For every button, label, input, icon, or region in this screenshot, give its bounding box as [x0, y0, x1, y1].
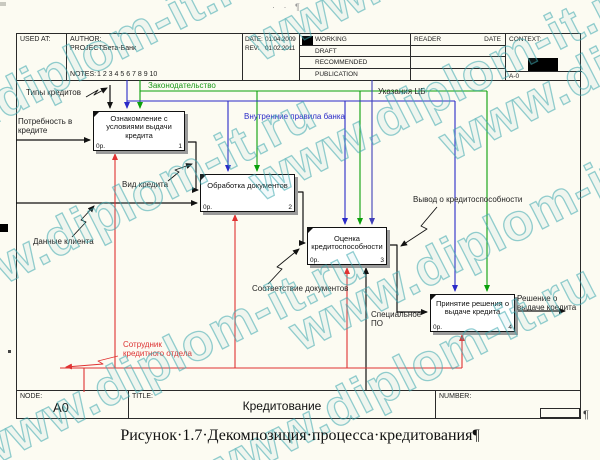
box-corner-mark	[431, 295, 436, 300]
box-corner-mark	[94, 112, 99, 117]
notes-value: 1 2 3 4 5 6 7 8 9 10	[97, 71, 158, 78]
author-label: AUTHOR:	[70, 36, 102, 43]
working-status-marker	[302, 36, 313, 45]
date-label: DATE:	[245, 36, 263, 43]
edge-mark-square	[0, 224, 8, 232]
number-box	[540, 408, 580, 418]
reader-cell: READER DATE	[411, 34, 506, 81]
edge-mark-dot	[8, 350, 11, 353]
title-label: TITLE:	[132, 393, 154, 400]
activity-1-number: 1	[178, 142, 182, 150]
label-creditworthiness-conclusion: Вывод о кредитоспособности	[413, 195, 523, 204]
label-credit-need: Потребность в кредите	[18, 117, 73, 135]
activity-box-2: Обработка документов 0р. 2	[200, 174, 295, 212]
label-credit-decision: Решение о выдаче кредита	[517, 294, 577, 312]
box-corner-mark	[201, 175, 206, 180]
reader-date-label: DATE	[484, 36, 501, 43]
activity-box-3: Оценка кредитоспособности 0р. 3	[307, 227, 387, 265]
pilcrow-mark: ¶	[583, 409, 589, 421]
reader-label: READER	[414, 36, 442, 43]
activity-3-number: 3	[380, 256, 384, 264]
title-cell: TITLE: Кредитование	[129, 391, 436, 419]
activity-4-cost: 0р.	[433, 323, 443, 331]
label-special-software: Специальное ПО	[371, 310, 422, 328]
context-node-id: A-0	[509, 73, 520, 80]
context-divider	[506, 71, 582, 72]
node-cell: NODE: A0	[17, 391, 129, 419]
diagram-title: Кредитование	[242, 399, 322, 413]
status-recommended: RECOMMENDED	[300, 57, 410, 70]
author-cell: AUTHOR: PROJECT: Бета-Банк NOTES: 1 2 3 …	[67, 34, 243, 81]
idef0-sheet-frame: USED AT: AUTHOR: PROJECT: Бета-Банк NOTE…	[16, 33, 582, 419]
sheet-header: USED AT: AUTHOR: PROJECT: Бета-Банк NOTE…	[17, 34, 582, 81]
activity-2-cost: 0р.	[203, 203, 213, 211]
date-value: 01.04.2009	[265, 36, 296, 43]
activity-2-number: 2	[288, 203, 292, 211]
notes-label: NOTES:	[70, 71, 97, 78]
context-thumbnail	[528, 58, 558, 72]
number-cell: NUMBER:	[436, 391, 582, 419]
activity-box-4: Принятие решения о выдаче кредита 0р. 4	[430, 294, 515, 332]
node-value: A0	[53, 400, 69, 415]
label-credit-types: Типы кредитов	[26, 88, 81, 97]
label-credit-kind: Вид кредита	[122, 180, 169, 189]
activity-3-title: Оценка кредитоспособности	[311, 234, 383, 252]
project-label: PROJECT:	[70, 45, 104, 52]
status-draft: DRAFT	[300, 46, 410, 58]
used-at-label: USED AT:	[20, 36, 51, 43]
context-label: CONTEXT:	[509, 36, 542, 43]
activity-1-title: Ознакомление с условиями выдачи кредита	[106, 114, 172, 140]
activity-3-cost: 0р.	[310, 256, 320, 264]
label-internal-bank-rules: Внутренние правила банка	[244, 112, 345, 121]
activity-1-cost: 0р.	[96, 142, 106, 150]
label-documents-conformity: Соответствие документов	[252, 284, 349, 293]
sheet-footer: NODE: A0 TITLE: Кредитование NUMBER:	[17, 390, 582, 419]
activity-2-title: Обработка документов	[207, 181, 288, 190]
activity-4-number: 4	[508, 323, 512, 331]
label-credit-department-employee: Сотрудник кредитного отдела	[123, 340, 192, 358]
label-client-data: Данные клиента	[33, 237, 94, 246]
date-cell: DATE: 01.04.2009 REV: 01.02.2011	[243, 34, 300, 81]
rev-label: REV:	[245, 45, 260, 52]
edge-mark-top	[0, 2, 6, 6]
label-legislation: Законодательство	[148, 81, 216, 90]
status-cell: WORKING DRAFT RECOMMENDED PUBLICATION	[300, 34, 411, 81]
node-label: NODE:	[20, 393, 43, 400]
activity-box-1: Ознакомление с условиями выдачи кредита …	[93, 111, 185, 151]
box-corner-mark	[308, 228, 313, 233]
number-label: NUMBER:	[439, 393, 472, 400]
status-working: WORKING	[300, 34, 410, 46]
rev-value: 01.02.2011	[265, 45, 296, 52]
context-cell: CONTEXT: A-0	[506, 34, 582, 81]
figure-caption: Рисунок·1.7·Декомпозиция·процесса·кредит…	[120, 427, 480, 444]
used-at-cell: USED AT:	[17, 34, 67, 81]
label-central-bank-instructions: Указания ЦБ	[378, 87, 426, 96]
status-publication: PUBLICATION	[315, 71, 358, 79]
project-value: Бета-Банк	[103, 45, 137, 52]
activity-4-title: Принятие решения о выдаче кредита	[435, 299, 509, 317]
paragraph-marks: · · ¶	[272, 2, 303, 12]
